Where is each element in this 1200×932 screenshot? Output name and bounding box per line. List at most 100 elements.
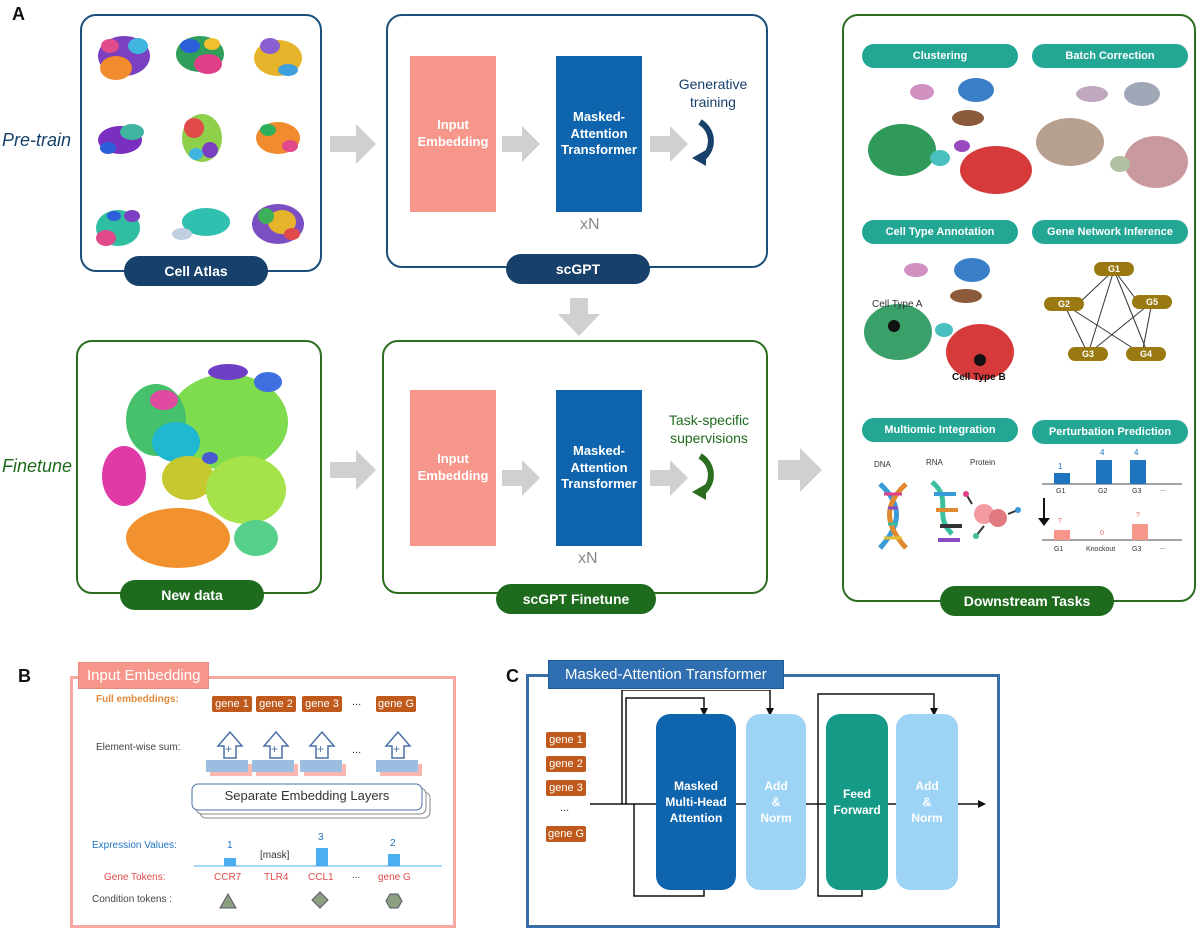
panel-label-a: A xyxy=(12,4,25,24)
input-embedding-title: Input Embedding xyxy=(78,662,210,689)
umap-1-3 xyxy=(254,38,302,76)
gene-network-nodes xyxy=(1044,262,1172,361)
umap-1-2 xyxy=(176,36,224,74)
gene-network-edges xyxy=(1063,269,1153,355)
full-embeddings-label: Full embeddings: xyxy=(96,694,179,705)
svg-text:+: + xyxy=(393,742,400,756)
umap-3-1 xyxy=(96,210,140,246)
masked-attention-title: Masked-Attention Transformer xyxy=(548,660,784,689)
arrow-scgpt-to-finetune xyxy=(558,298,600,336)
node-g1: G1 xyxy=(1107,264,1120,274)
separate-embedding-layers-stack xyxy=(191,783,431,819)
arrow-embed-to-transformer-ft xyxy=(502,460,540,496)
cell-type-annotation-umap xyxy=(864,258,1014,380)
gene-tokens-label: Gene Tokens: xyxy=(104,872,166,883)
dna-helix-icon xyxy=(878,482,908,550)
arrow-transformer-to-objective-pre xyxy=(650,126,688,162)
gene-token-ccr7: CCR7 xyxy=(214,872,242,883)
cell-type-a-label: Cell Type A xyxy=(872,299,923,310)
panel-label-b: B xyxy=(18,666,31,686)
perturb-bottom-value-1: ? xyxy=(1058,518,1062,525)
batch-correction-umap xyxy=(1036,82,1188,188)
full-embedding-gene-1: gene 1 xyxy=(212,696,252,712)
task-batch-correction: Batch Correction xyxy=(1032,44,1188,68)
omics-dna-label: DNA xyxy=(874,460,891,469)
svg-text:+: + xyxy=(317,742,324,756)
omics-rna-label: RNA xyxy=(926,458,943,467)
task-gene-network-inference: Gene Network Inference xyxy=(1032,220,1188,244)
scgpt-pill: scGPT xyxy=(506,254,650,284)
condition-tokens-label: Condition tokens : xyxy=(92,894,173,905)
generative-training-label: Generative training xyxy=(678,76,748,110)
gene-token-gene-g: gene G xyxy=(378,872,411,883)
perturb-top-label-2: G2 xyxy=(1098,488,1108,495)
finetune-input-embedding-block: Input Embedding xyxy=(410,390,496,546)
downstream-tasks-pill: Downstream Tasks xyxy=(940,586,1114,616)
elementwise-ellipsis: ... xyxy=(352,744,362,756)
task-cell-type-annotation: Cell Type Annotation xyxy=(862,220,1018,244)
omics-protein-label: Protein xyxy=(970,458,996,467)
new-data-umap xyxy=(102,364,288,568)
panel-label-c: C xyxy=(506,666,519,686)
panel-b-graphics: + + + + xyxy=(191,730,442,867)
knockout-arrow xyxy=(1038,498,1050,526)
transformer-gene-3: gene 3 xyxy=(546,780,586,796)
scgpt-finetune-pill: scGPT Finetune xyxy=(496,584,656,614)
panel-a-arrows xyxy=(330,119,822,500)
svg-text:+: + xyxy=(271,742,278,756)
diamond-icon xyxy=(311,891,329,909)
embedding-stack-cards xyxy=(206,760,422,776)
perturb-top-label-3: G3 xyxy=(1132,488,1142,495)
pretrain-input-embedding-block: Input Embedding xyxy=(410,56,496,212)
separate-embedding-layers-label: Separate Embedding Layers xyxy=(224,788,390,803)
perturb-bottom-label-1: G1 xyxy=(1054,546,1064,553)
perturbation-bottom-bars xyxy=(1042,524,1182,541)
node-g2: G2 xyxy=(1057,299,1070,309)
perturb-bottom-label-2: Knockout xyxy=(1086,546,1116,553)
protein-icon xyxy=(963,491,1021,539)
node-g4: G4 xyxy=(1139,349,1152,359)
node-g5: G5 xyxy=(1145,297,1158,307)
transformer-gene-ellipsis: ... xyxy=(560,802,570,814)
masked-multihead-attention-block: Masked Multi-Head Attention xyxy=(656,714,736,890)
finetune-transformer-block: Masked- Attention Transformer xyxy=(556,390,642,546)
transformer-gene-1: gene 1 xyxy=(546,732,586,748)
feed-forward-block: Feed Forward xyxy=(826,714,888,890)
perturb-top-value-1: 1 xyxy=(1058,462,1063,471)
arrow-embed-to-transformer-pre xyxy=(502,126,540,162)
expression-values-label: Expression Values: xyxy=(92,840,177,851)
downstream-illustrations xyxy=(864,78,1188,550)
arrow-transformer-to-objective-ft xyxy=(650,460,688,496)
task-perturbation-prediction: Perturbation Prediction xyxy=(1032,420,1188,444)
expression-value-1: 1 xyxy=(227,840,233,851)
arrow-finetune-to-downstream xyxy=(778,448,822,492)
add-norm-block-1: Add & Norm xyxy=(746,714,806,890)
expression-bars xyxy=(224,848,400,866)
transformer-gene-2: gene 2 xyxy=(546,756,586,772)
hexagon-icon xyxy=(385,893,403,909)
task-multiomic-integration: Multiomic Integration xyxy=(862,418,1018,442)
rna-strand-icon xyxy=(930,480,962,542)
pretrain-label: Pre-train xyxy=(2,130,72,150)
cell-atlas-pill: Cell Atlas xyxy=(124,256,268,286)
umap-2-3 xyxy=(256,122,300,154)
mask-token: [mask] xyxy=(260,850,290,861)
pretrain-xn-label: xN xyxy=(580,216,600,233)
task-supervision-label: Task-specific supervisions xyxy=(668,412,750,446)
full-embedding-ellipsis: ... xyxy=(352,696,362,708)
gene-token-ccl1: CCL1 xyxy=(308,872,334,883)
pretrain-transformer-block: Masked- Attention Transformer xyxy=(556,56,642,212)
arrow-atlas-to-scgpt xyxy=(330,124,376,164)
new-data-box xyxy=(76,340,322,594)
umap-1-1 xyxy=(98,36,150,80)
umap-2-1 xyxy=(98,124,144,154)
perturb-top-value-3: 4 xyxy=(1134,448,1139,457)
umap-3-2 xyxy=(172,208,230,240)
task-clustering: Clustering xyxy=(862,44,1018,68)
cell-atlas-box xyxy=(80,14,322,272)
perturb-top-value-2: 4 xyxy=(1100,448,1105,457)
svg-text:+: + xyxy=(225,742,232,756)
triangle-icon xyxy=(219,892,237,909)
new-data-pill: New data xyxy=(120,580,264,610)
cell-type-b-label: Cell Type B xyxy=(952,372,1006,383)
